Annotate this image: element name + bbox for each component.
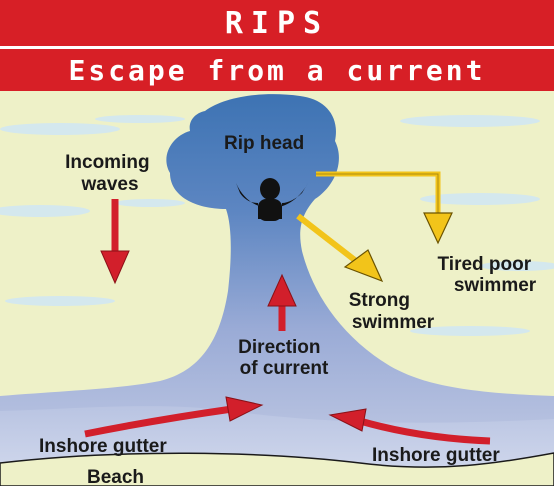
page-title: RIPS [225,6,329,41]
label-incoming-waves-line-2: waves [80,174,138,195]
label-direction-of-current-line-1: Direction [238,337,320,358]
label-tired-poor-swimmer-line-2: swimmer [454,275,537,296]
rip-current-diagram: Rip head Incoming waves Tired poor swimm… [0,91,554,486]
label-beach: Beach [87,467,144,486]
label-incoming-waves-line-1: Incoming [65,152,149,173]
label-strong-swimmer-line-1: Strong [349,290,410,311]
page-subtitle: Escape from a current [68,54,485,87]
subtitle-banner: Escape from a current [0,49,554,91]
label-inshore-gutter-right: Inshore gutter [372,445,500,466]
label-rip-head: Rip head [224,133,304,154]
label-strong-swimmer-line-2: swimmer [352,312,435,333]
label-tired-poor-swimmer-line-1: Tired poor [438,254,532,275]
label-direction-of-current: Direction of current [238,337,329,379]
label-direction-of-current-line-2: of current [240,358,329,379]
title-banner: RIPS [0,0,554,49]
label-inshore-gutter-left: Inshore gutter [39,436,167,457]
